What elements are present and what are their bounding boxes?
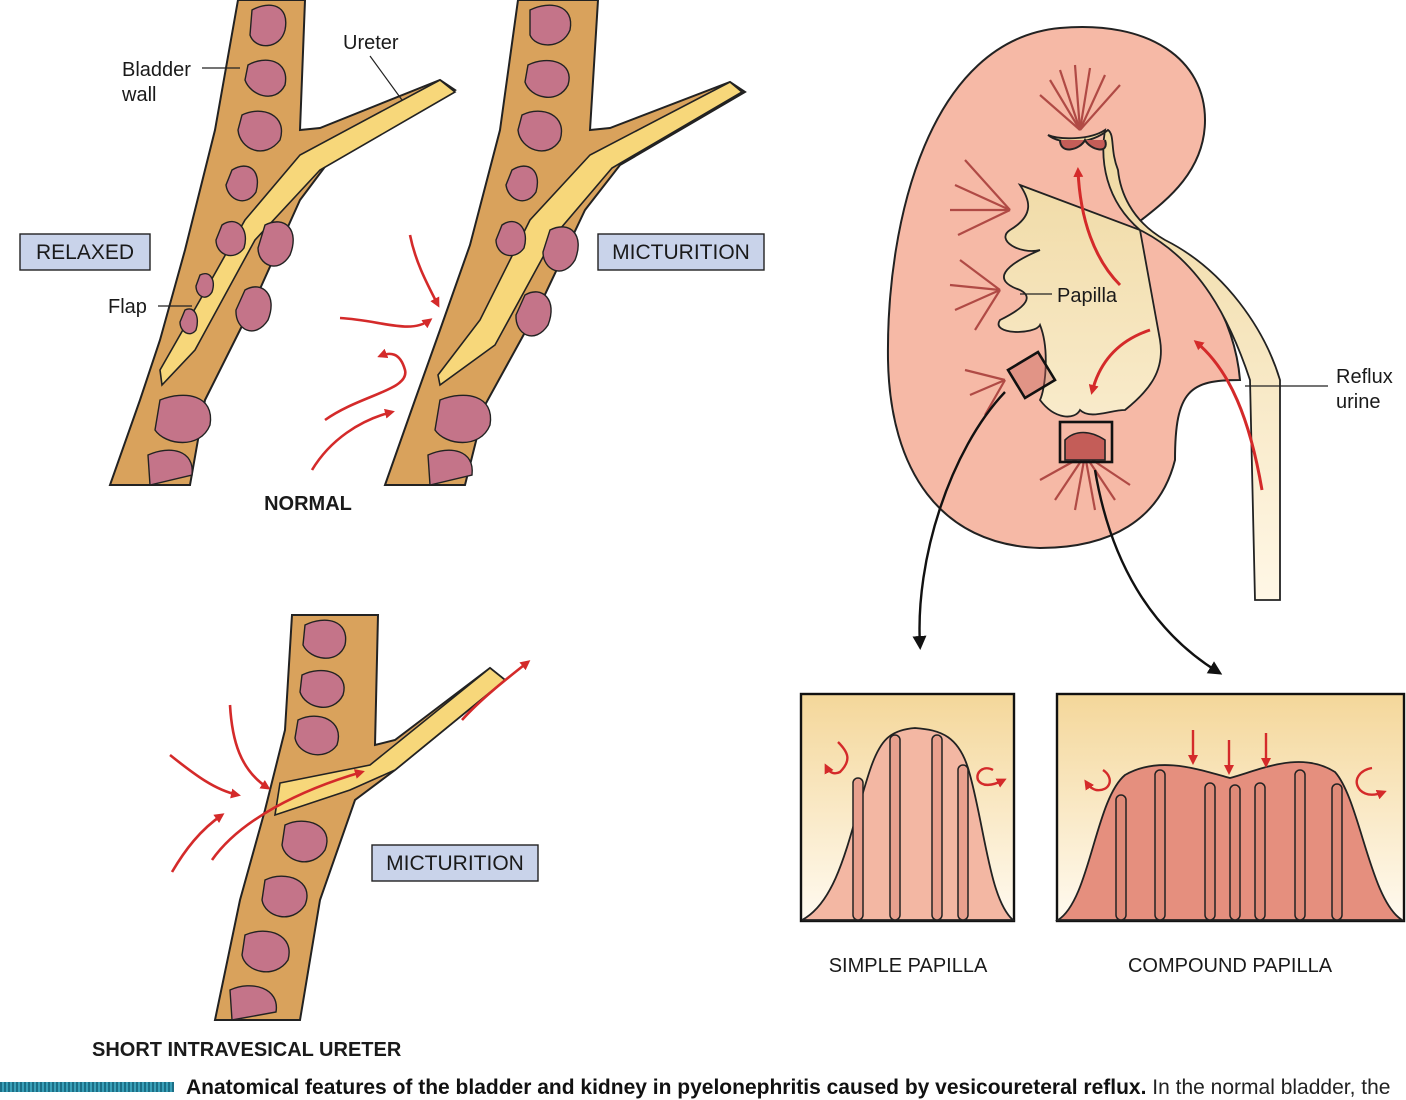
arrow — [461, 660, 531, 721]
relaxed-label: RELAXED — [36, 241, 134, 264]
pocket — [427, 449, 473, 486]
pocket — [249, 4, 287, 47]
bladder-wall-relaxed — [108, 0, 457, 486]
flap-label: Flap — [108, 296, 147, 318]
relaxed-box — [19, 233, 151, 271]
ureter-lumen — [437, 81, 744, 387]
pressure-arrows-normal — [310, 234, 440, 471]
simple-papilla-marker — [1006, 350, 1057, 400]
reflux-arrow — [1088, 328, 1151, 395]
arrow — [210, 769, 365, 861]
micturition-box-bottom — [371, 844, 539, 882]
renal-pelvis — [997, 128, 1281, 601]
micturition-label-bottom: MICTURITION — [386, 852, 524, 875]
compound-papilla-label: COMPOUND PAPILLA — [1128, 955, 1333, 977]
flow-arrow — [976, 767, 1007, 788]
micturition-box-top — [597, 233, 765, 271]
papilla-label: Papilla — [1057, 285, 1118, 307]
flow-arrow — [1084, 769, 1111, 792]
arrow — [324, 348, 407, 422]
pocket — [434, 394, 492, 444]
compound-papilla-marker — [1058, 420, 1114, 464]
pocket — [294, 715, 340, 756]
pocket — [215, 220, 247, 257]
bladder-wall-short-ureter — [213, 614, 507, 1021]
leader-line — [369, 55, 403, 101]
pocket — [235, 286, 272, 332]
reflux-arrow — [1193, 340, 1264, 491]
pocket — [529, 4, 572, 46]
bladder-wall-label-2: wall — [121, 84, 156, 106]
pocket — [225, 165, 259, 202]
bladder-wall-label: Bladder — [122, 59, 191, 81]
pocket — [517, 110, 563, 152]
pocket — [195, 273, 214, 298]
reflux-label-2: urine — [1336, 391, 1380, 413]
caption-regular: In the normal bladder, the — [1152, 1076, 1391, 1099]
pocket — [257, 221, 294, 267]
pocket — [299, 669, 345, 708]
compound-papilla-panel — [1054, 692, 1406, 923]
normal-label: NORMAL — [264, 493, 352, 515]
pocket — [261, 875, 308, 918]
pocket — [515, 291, 552, 337]
caption-bar — [0, 1082, 174, 1092]
pocket — [524, 59, 570, 98]
pocket — [495, 220, 527, 257]
pocket — [237, 110, 283, 152]
arrow — [339, 316, 433, 329]
pocket — [229, 985, 277, 1021]
simple-papilla-panel — [799, 692, 1016, 923]
pressure-arrows-short — [169, 660, 531, 873]
bladder-wall-micturition — [383, 0, 747, 486]
arrow — [310, 408, 395, 471]
reflux-label: Reflux — [1336, 366, 1393, 388]
caption-bold: Anatomical features of the bladder and k… — [186, 1076, 1147, 1099]
arrow — [169, 753, 241, 799]
pocket — [154, 394, 212, 444]
calyx-top — [1059, 137, 1107, 151]
pocket — [244, 59, 287, 97]
flow-arrow — [1355, 766, 1387, 800]
arrow — [408, 234, 440, 308]
ureter-label: Ureter — [343, 32, 399, 54]
pocket — [542, 226, 579, 272]
flow-arrow — [824, 741, 849, 775]
pocket — [241, 930, 290, 973]
simple-papilla-label: SIMPLE PAPILLA — [829, 955, 988, 977]
figure-caption: Anatomical features of the bladder and k… — [186, 1076, 1406, 1100]
collecting-ducts — [949, 64, 1131, 511]
reflux-arrow — [1073, 167, 1122, 287]
pocket — [302, 619, 347, 659]
kidney — [886, 26, 1281, 675]
short-intravesical-label: SHORT INTRAVESICAL URETER — [92, 1039, 402, 1061]
ureter-lumen — [159, 79, 457, 387]
compound-ducts — [1115, 769, 1343, 921]
pocket — [505, 165, 539, 202]
pocket — [281, 820, 328, 863]
pocket — [147, 449, 193, 486]
pocket — [179, 308, 199, 335]
pointer-arrow-simple — [912, 391, 1006, 650]
simple-ducts — [852, 734, 969, 921]
micturition-label-top: MICTURITION — [612, 241, 750, 264]
compound-papilla-tip — [1064, 431, 1106, 461]
arrow — [170, 813, 225, 873]
arrow — [228, 704, 271, 790]
pointer-arrow-compound — [1093, 469, 1223, 675]
